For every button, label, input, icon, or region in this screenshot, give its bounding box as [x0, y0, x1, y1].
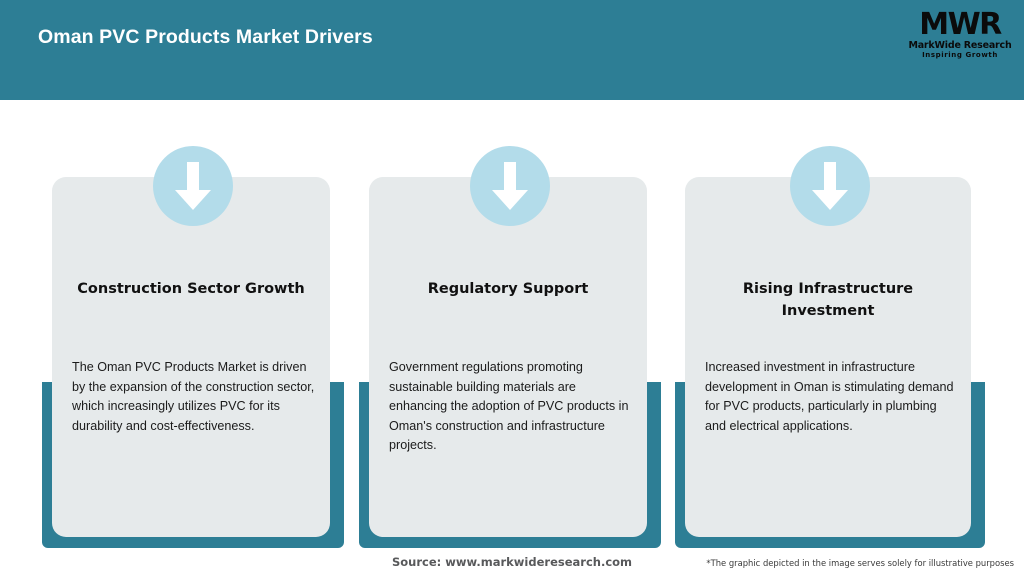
footer-disclaimer-text: *The graphic depicted in the image serve…: [706, 558, 1014, 568]
page-title: Oman PVC Products Market Drivers: [38, 26, 373, 48]
markwide-research-logo: MWR MarkWide Research Inspiring Growth: [908, 10, 1012, 66]
logo-tagline: Inspiring Growth: [922, 51, 998, 59]
down-arrow-icon: [153, 146, 233, 226]
card-title: Regulatory Support: [427, 281, 589, 297]
card-body-text: Government regulations promoting sustain…: [389, 360, 629, 453]
card-panel: Construction Sector Growth The Oman PVC …: [52, 177, 330, 537]
card-panel: Regulatory Support Government regulation…: [369, 177, 647, 537]
down-arrow-icon: [470, 146, 550, 226]
card-title: Construction Sector Growth: [77, 281, 305, 297]
card-body-text: The Oman PVC Products Market is driven b…: [72, 360, 315, 433]
logo-company-name: MarkWide Research: [908, 40, 1012, 51]
logo-mark-icon: MWR: [919, 7, 1002, 42]
header-bar: Oman PVC Products Market Drivers MWR Mar…: [0, 0, 1024, 100]
card-body-text: Increased investment in infrastructure d…: [705, 360, 954, 433]
card-panel: Rising Infrastructure Investment Increas…: [685, 177, 971, 537]
card-title: Rising Infrastructure Investment: [742, 281, 914, 319]
footer-source-text: Source: www.markwideresearch.com: [391, 555, 633, 569]
down-arrow-icon: [790, 146, 870, 226]
